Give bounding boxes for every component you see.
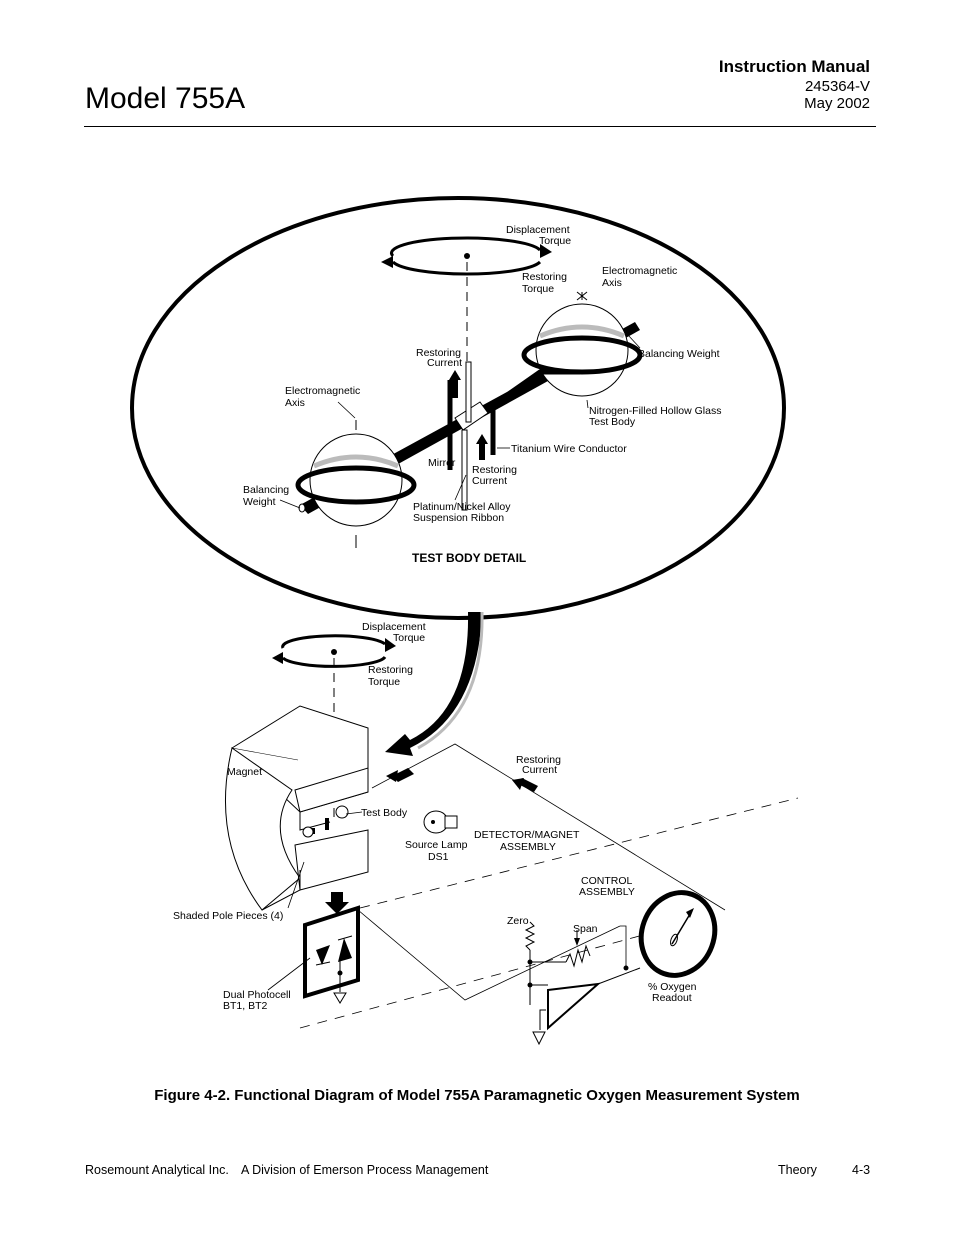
- footer-company: Rosemount Analytical Inc.: [85, 1163, 229, 1177]
- label-zero: Zero: [507, 915, 529, 927]
- svg-text:Readout: Readout: [652, 992, 692, 1004]
- label-restoring-torque-assembly: Restoring: [368, 664, 413, 676]
- label-displacement-torque-assembly: Displacement: [362, 621, 426, 633]
- label-shaded-pole-pieces: Shaded Pole Pieces (4): [173, 910, 283, 922]
- test-body-detail: Displacement Torque Restoring Torque Ele…: [130, 196, 786, 620]
- label-test-body-detail: TEST BODY DETAIL: [412, 551, 526, 565]
- svg-text:DS1: DS1: [428, 851, 449, 863]
- left-glass-sphere: [295, 420, 417, 548]
- label-balancing-weight-right: Balancing Weight: [638, 348, 720, 360]
- label-balancing-weight-left: Balancing: [243, 484, 289, 496]
- label-dual-photocell: Dual Photocell: [223, 989, 291, 1001]
- svg-text:Torque: Torque: [368, 676, 400, 688]
- svg-text:Current: Current: [472, 475, 507, 487]
- oxygen-readout-meter: [638, 890, 718, 978]
- svg-text:Torque: Torque: [393, 632, 425, 644]
- svg-text:BT1, BT2: BT1, BT2: [223, 1000, 268, 1012]
- svg-text:ASSEMBLY: ASSEMBLY: [500, 841, 556, 853]
- svg-text:Axis: Axis: [602, 277, 622, 289]
- svg-text:Torque: Torque: [522, 283, 554, 295]
- svg-text:Torque: Torque: [539, 235, 571, 247]
- displacement-torque-ring-assembly: [272, 634, 396, 668]
- footer-division: A Division of Emerson Process Management: [241, 1163, 489, 1177]
- label-mirror: Mirror: [428, 457, 456, 469]
- label-em-axis-right: Electromagnetic: [602, 265, 677, 277]
- magnet: [224, 705, 369, 911]
- header-rule: [84, 126, 876, 127]
- label-em-axis-left: Electromagnetic: [285, 385, 360, 397]
- label-restoring-current-assembly: Restoring: [516, 754, 561, 766]
- label-source-lamp: Source Lamp: [405, 839, 468, 851]
- label-restoring-current-bottom: Restoring: [472, 464, 517, 476]
- label-detector-magnet-assembly: DETECTOR/MAGNET: [474, 829, 580, 841]
- footer-section: Theory: [778, 1163, 817, 1177]
- detail-to-assembly-arrow: [385, 611, 484, 756]
- label-titanium-wire: Titanium Wire Conductor: [511, 443, 627, 455]
- label-restoring-current-top: Restoring: [416, 347, 461, 359]
- model-title: Model 755A: [85, 82, 246, 115]
- svg-text:ASSEMBLY: ASSEMBLY: [579, 886, 635, 898]
- svg-text:Current: Current: [427, 357, 462, 369]
- detector-magnet-assembly: Displacement Torque Restoring Torque Mag…: [173, 621, 799, 1046]
- label-span: Span: [573, 923, 598, 935]
- document-number: 245364-V: [804, 78, 870, 95]
- label-nitrogen-body: Nitrogen-Filled Hollow Glass: [589, 405, 721, 417]
- dual-photocell: [303, 905, 360, 1004]
- label-displacement-torque-detail: Displacement: [506, 224, 570, 236]
- svg-text:Suspension Ribbon: Suspension Ribbon: [413, 512, 504, 524]
- document-date: May 2002: [804, 95, 870, 112]
- label-suspension-ribbon: Platinum/Nickel Alloy: [413, 501, 511, 513]
- figure-caption: Figure 4-2. Functional Diagram of Model …: [154, 1087, 800, 1104]
- label-control-assembly: CONTROL: [581, 875, 632, 887]
- footer-page-number: 4-3: [852, 1163, 871, 1177]
- restoring-current-wires: [447, 361, 580, 511]
- source-lamp: [423, 810, 458, 834]
- control-circuit: [524, 921, 641, 1046]
- label-magnet: Magnet: [227, 766, 262, 778]
- detail-ellipse: [130, 196, 786, 620]
- svg-text:Current: Current: [522, 764, 557, 776]
- label-restoring-torque-detail: Restoring: [522, 271, 567, 283]
- manual-title: Instruction Manual: [718, 57, 870, 76]
- label-test-body: Test Body: [361, 807, 408, 819]
- svg-text:Axis: Axis: [285, 397, 305, 409]
- svg-text:Weight: Weight: [243, 496, 276, 508]
- displacement-torque-ring-detail: [381, 236, 552, 276]
- svg-text:Test Body: Test Body: [589, 416, 636, 428]
- label-oxygen-readout: % Oxygen: [648, 981, 697, 993]
